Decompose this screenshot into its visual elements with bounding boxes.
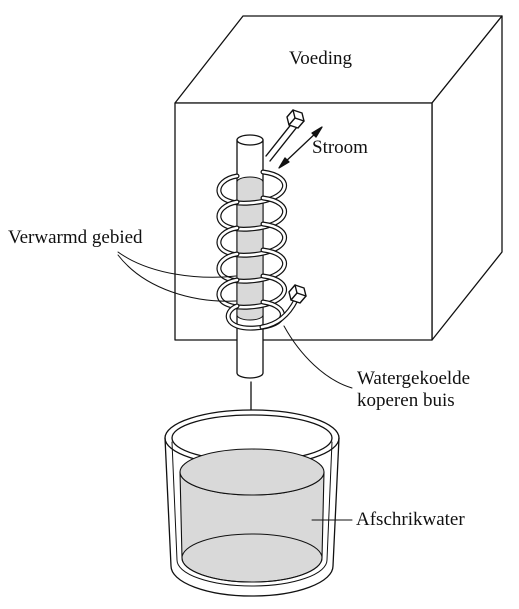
copper-tube-leader <box>283 325 353 389</box>
heated-zone-leaders <box>117 251 237 302</box>
workpiece-rod <box>236 134 264 379</box>
label-heated-zone: Verwarmd gebied <box>8 227 143 248</box>
label-quench-water: Afschrikwater <box>356 509 465 530</box>
label-current: Stroom <box>312 137 368 158</box>
copper-coil <box>216 109 307 331</box>
heated-zone-band <box>236 176 264 321</box>
water-surface <box>179 448 325 496</box>
label-power-supply: Voeding <box>289 48 352 69</box>
current-double-arrow <box>278 126 323 169</box>
quench-tank <box>164 409 340 597</box>
label-cooled-tube-line2: koperen buis <box>357 390 455 411</box>
label-cooled-tube-line1: Watergekoelde <box>357 368 471 389</box>
